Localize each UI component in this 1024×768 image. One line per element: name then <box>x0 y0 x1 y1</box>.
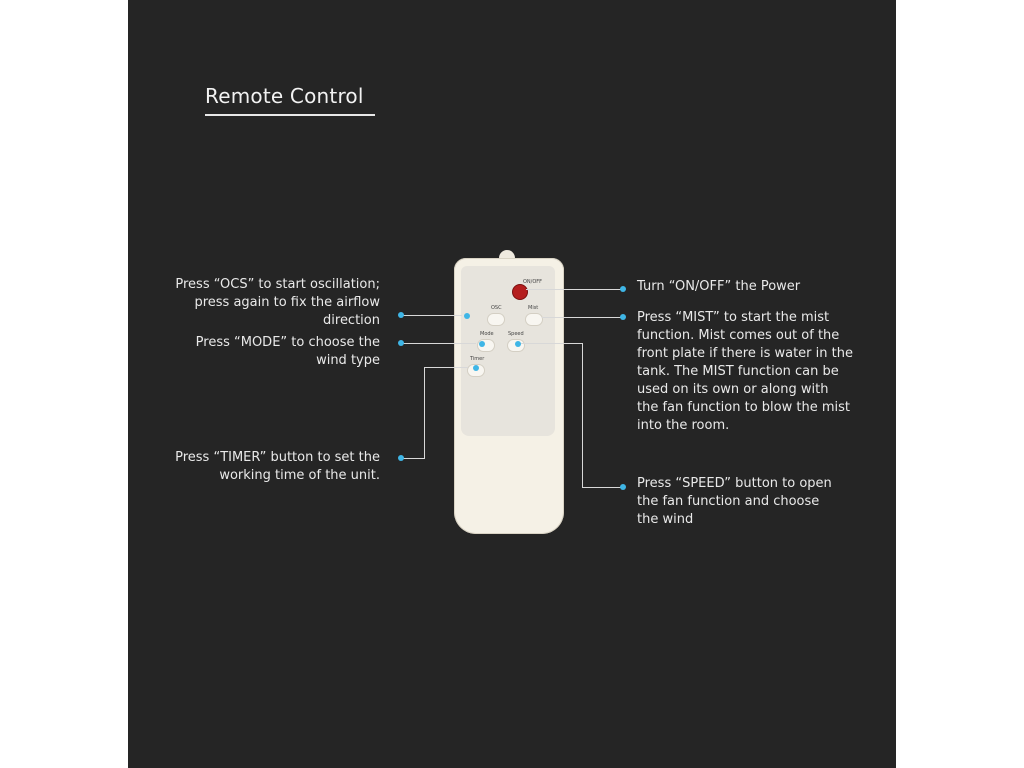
osc-button-dot <box>464 313 470 319</box>
mist-description: Press “MIST” to start the mist function.… <box>637 309 853 435</box>
mist-button-icon <box>526 314 542 325</box>
speed-description-line: the fan function and choose <box>637 494 820 509</box>
timer-description: Press “TIMER” button to set the working … <box>175 449 380 485</box>
timer-callout-dot <box>398 455 404 461</box>
timer-button-label: Timer <box>470 356 485 362</box>
mist-description-line: used on its own or along with <box>637 382 829 397</box>
power-description: Turn “ON/OFF” the Power <box>637 278 800 296</box>
mist-connector-line <box>542 317 624 318</box>
speed-description: Press “SPEED” button to open the fan fun… <box>637 475 832 529</box>
mode-callout-dot <box>398 340 404 346</box>
osc-description-line: Press “OCS” to start oscillation; <box>175 277 380 292</box>
mode-button-label: Mode <box>480 331 494 337</box>
osc-callout-dot <box>398 312 404 318</box>
timer-description-line: Press “TIMER” button to set the <box>175 450 380 465</box>
page-title: Remote Control <box>205 84 364 108</box>
mist-description-line: into the room. <box>637 418 730 433</box>
mode-button-icon <box>478 340 494 351</box>
speed-connector-line-end <box>582 487 624 488</box>
mode-button-dot <box>479 341 485 347</box>
osc-description: Press “OCS” to start oscillation; press … <box>175 276 380 330</box>
timer-description-line: working time of the unit. <box>219 468 380 483</box>
timer-connector-line-horizontal <box>424 367 468 368</box>
speed-callout-dot <box>620 484 626 490</box>
osc-button-icon <box>488 314 504 325</box>
timer-button-dot <box>473 365 479 371</box>
power-description-line: Turn “ON/OFF” the Power <box>637 279 801 294</box>
osc-description-line: direction <box>323 313 380 328</box>
power-connector-line <box>526 289 624 290</box>
timer-connector-line-vertical <box>424 367 425 458</box>
mist-callout-dot <box>620 314 626 320</box>
speed-description-line: the wind <box>637 512 694 527</box>
osc-description-line: press again to fix the airflow <box>194 295 380 310</box>
speed-button-label: Speed <box>508 331 524 337</box>
mode-description-line: Press “MODE” to choose the <box>195 335 380 350</box>
mode-description-line: wind type <box>316 353 380 368</box>
timer-connector-line-end <box>402 458 425 459</box>
speed-connector-line-horizontal <box>519 343 583 344</box>
power-callout-dot <box>620 286 626 292</box>
mist-description-line: function. Mist comes out of the <box>637 328 840 343</box>
power-button-label: ON/OFF <box>523 279 543 285</box>
mist-description-line: the fan function to blow the mist <box>637 400 850 415</box>
power-button-icon <box>513 285 527 299</box>
osc-button-label: OSC <box>491 305 502 311</box>
mist-description-line: Press “MIST” to start the mist <box>637 310 830 325</box>
mist-description-line: front plate if there is water in the <box>637 346 853 361</box>
remote-face-panel <box>461 266 555 436</box>
osc-connector-line <box>402 315 462 316</box>
speed-connector-line-vertical <box>582 343 583 488</box>
speed-description-line: Press “SPEED” button to open <box>637 476 832 491</box>
speed-button-dot <box>515 341 521 347</box>
mode-description: Press “MODE” to choose the wind type <box>196 334 380 370</box>
mist-button-label: Mist <box>528 305 539 311</box>
title-underline <box>205 114 375 116</box>
mist-description-line: tank. The MIST function can be <box>637 364 839 379</box>
mode-connector-line <box>402 343 476 344</box>
